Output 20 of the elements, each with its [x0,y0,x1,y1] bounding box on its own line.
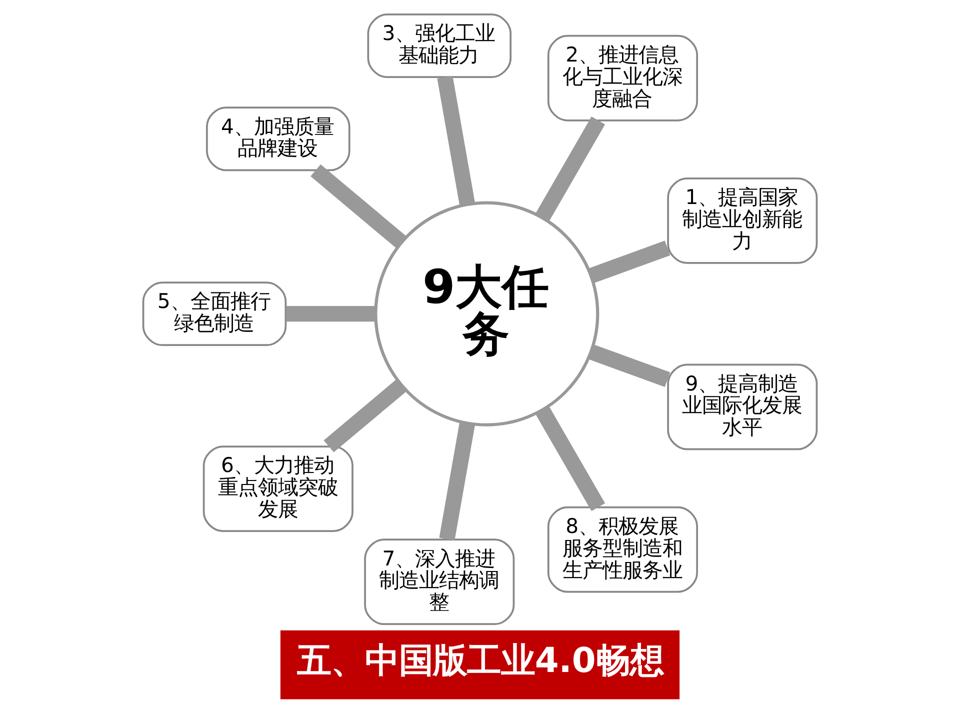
node-box: 6、大力推动重点领域突破发展 [202,446,354,532]
node-box: 2、推进信息化与工业化深度融合 [547,34,698,122]
connector [310,164,407,249]
connector [324,378,407,452]
node-circle: 9大任务 [374,201,600,426]
node-box: 7、深入推进制造业结构调整 [364,538,515,626]
node-box: 4、加强质量品牌建设 [206,106,350,172]
connector [535,116,606,222]
node-box: 8、积极发展服务型制造和生产性服务业 [547,506,698,593]
node-box: 1、提高国家制造业创新能力 [667,178,818,264]
connector [437,76,476,206]
connector [439,421,476,541]
connector [535,406,606,512]
node-box: 3、强化工业基础能力 [367,14,512,78]
diagram-title: 五、中国版工业4.0畅想 [296,641,664,682]
connector [588,240,670,284]
connector [286,306,376,322]
node-box: 9、提高制造业国际化发展水平 [667,364,818,450]
node-box: 5、全面推行绿色制造 [142,282,287,346]
connector [588,344,670,387]
